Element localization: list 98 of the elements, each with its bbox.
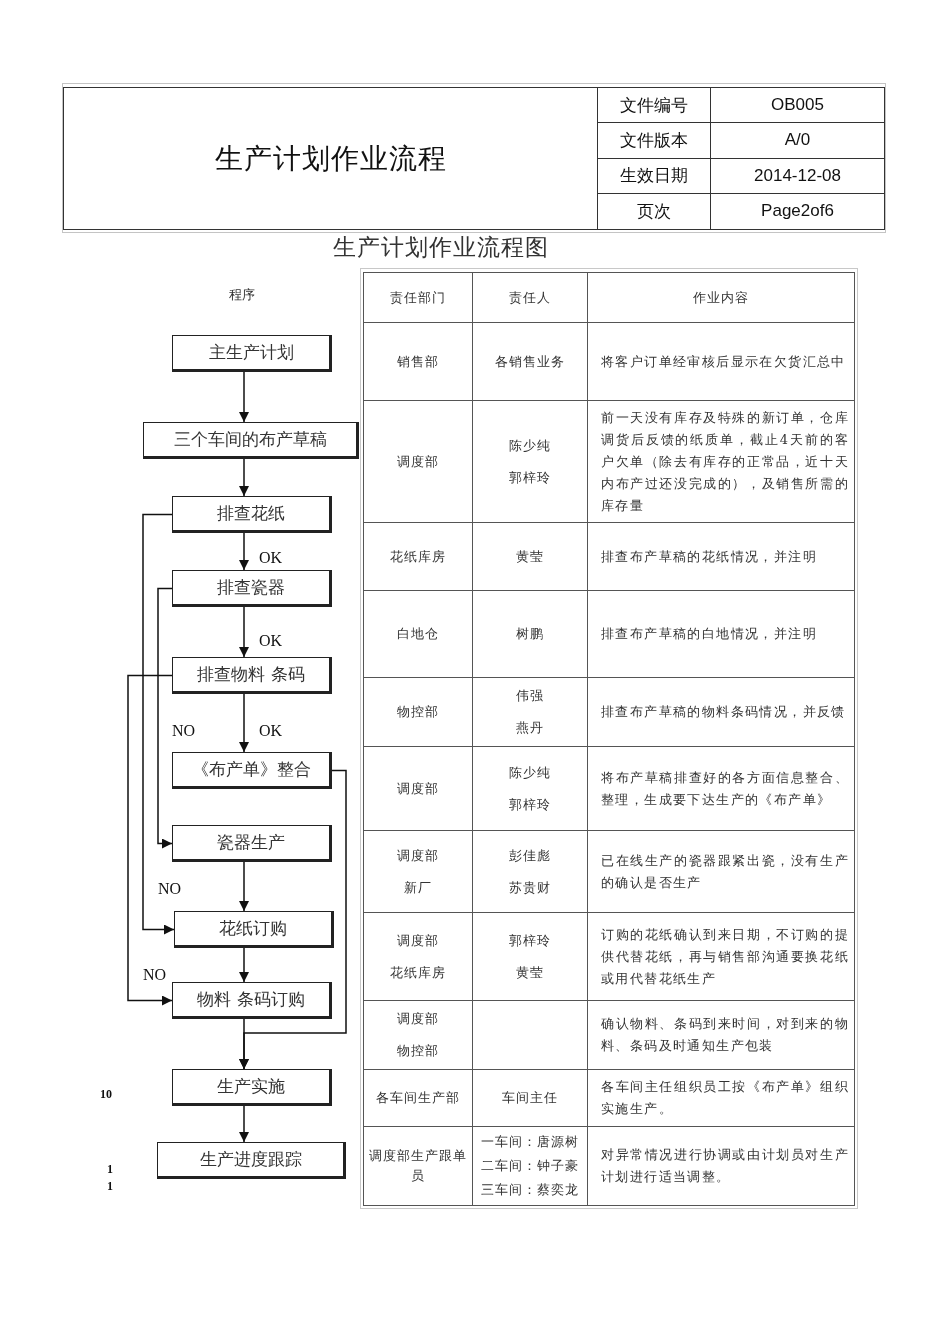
task-description: 排查布产草稿的物料条码情况，并反馈 [601, 703, 847, 721]
field-value: Page2of6 [761, 201, 834, 222]
step-label: 生产实施 [217, 1075, 285, 1098]
process-box [157, 1142, 346, 1179]
task-description: 排查布产草稿的花纸情况，并注明 [601, 547, 818, 566]
task-description: 对异常情况进行协调或由计划员对生产计划进行适当调整。 [601, 1146, 849, 1186]
person-name: 一车间：唐源树 [481, 1133, 579, 1151]
process-box [172, 1069, 332, 1106]
process-box [172, 657, 332, 694]
chart-title: 生产计划作业流程图 [333, 234, 549, 260]
process-box [172, 825, 332, 862]
task-description: 将布产草稿排查好的各方面信息整合、整理，生成要下达生产的《布产单》 [601, 768, 849, 809]
person-name: 燕丹 [516, 719, 544, 737]
arrow [239, 693, 249, 753]
person-name: 彭佳彪 [509, 846, 551, 865]
person-name: 黄莹 [516, 547, 544, 566]
person-name: 郭梓玲 [509, 931, 551, 950]
edge-label: OK [259, 722, 283, 740]
arrow [239, 532, 249, 571]
task-description: 将客户订单经审核后显示在欠货汇总中 [601, 352, 847, 371]
arrow [239, 1018, 249, 1070]
arrow [239, 861, 249, 912]
step-label: 主生产计划 [208, 341, 294, 364]
task-description: 各车间主任组织员工按《布产单》组织实施生产。 [601, 1078, 849, 1118]
process-box [143, 422, 359, 459]
person-name: 陈少纯 [509, 763, 551, 782]
field-label: 页次 [637, 200, 671, 223]
column-heading: 责任人 [509, 288, 551, 307]
person-name: 二车间：钟子豪 [481, 1157, 579, 1175]
step-label: 排查瓷器 [217, 576, 285, 599]
department-name: 花纸库房 [390, 963, 446, 982]
department-name: 调度部 [397, 779, 439, 798]
process-box [174, 911, 334, 948]
department-name: 调度部 [397, 931, 439, 950]
task-description: 前一天没有库存及特殊的新订单，仓库调货后反馈的纸质单，截止4天前的客户欠单（除去有库存的正常品，近十天内布产过还没完成的），及销售所需的库存量 [601, 408, 849, 515]
field-label: 生效日期 [620, 165, 688, 188]
process-box [172, 570, 332, 607]
column-heading: 作业内容 [693, 288, 749, 307]
task-description: 确认物料、条码到来时间，对到来的物料、条码及时通知生产包装 [601, 1015, 849, 1055]
department-name: 销售部 [397, 352, 439, 371]
arrow [239, 371, 249, 423]
task-description: 订购的花纸确认到来日期，不订购的提供代替花纸，再与销售部沟通要换花纸或用代替花纸生产 [601, 925, 849, 988]
person-name: 郭梓玲 [509, 795, 551, 814]
section-heading: 程序 [229, 286, 255, 304]
field-value: A/0 [784, 130, 811, 151]
task-description: 已在线生产的瓷器跟紧出瓷，没有生产的确认是否生产 [601, 851, 849, 892]
person-name: 陈少纯 [509, 436, 551, 455]
arrow [239, 1105, 249, 1143]
field-label: 文件编号 [620, 94, 688, 117]
person-name: 黄莹 [516, 963, 544, 982]
field-label: 文件版本 [620, 129, 688, 152]
person-name: 郭梓玲 [509, 468, 551, 487]
step-label: 《布产单》整合 [191, 758, 311, 781]
person-name: 三车间：蔡奕龙 [481, 1181, 579, 1199]
process-box [172, 752, 332, 789]
step-label: 物料 条码订购 [197, 988, 305, 1011]
arrow [157, 587, 173, 849]
department-name: 调度部 [397, 1010, 439, 1028]
step-label: 排查物料 条码 [197, 663, 305, 686]
field-value: OB005 [771, 95, 824, 116]
person-name: 树鹏 [516, 625, 544, 643]
field-value: 2014-12-08 [754, 165, 841, 186]
arrow [142, 513, 175, 935]
step-label: 花纸订购 [219, 917, 287, 940]
department-name: 物控部 [397, 1042, 439, 1060]
department-name: 各车间生产部 [376, 1089, 460, 1107]
arrow [239, 458, 249, 497]
step-label: 瓷器生产 [217, 831, 285, 854]
department-name: 白地仓 [397, 625, 439, 643]
person-name: 车间主任 [502, 1089, 558, 1107]
person-name: 伟强 [516, 687, 544, 705]
column-heading: 责任部门 [390, 288, 446, 307]
department-name: 调度部 [397, 452, 439, 471]
arrow [239, 606, 249, 658]
task-description: 排查布产草稿的白地情况，并注明 [601, 625, 818, 643]
edge-label: OK [259, 549, 283, 567]
edge-label: NO [158, 880, 182, 898]
department-name: 物控部 [397, 703, 439, 721]
process-box [172, 496, 332, 533]
arrow [127, 674, 173, 1006]
step-number: 11 [107, 1161, 114, 1195]
step-label: 生产进度跟踪 [199, 1148, 302, 1171]
step-number: 10 [100, 1086, 113, 1103]
department-name: 新厂 [404, 878, 432, 897]
person-name: 各销售业务 [495, 352, 565, 371]
department-name: 调度部 [397, 846, 439, 865]
process-box [172, 335, 332, 372]
arrow [239, 947, 249, 983]
process-box [172, 982, 332, 1019]
edge-label: NO [143, 966, 167, 984]
edge-label: NO [172, 722, 196, 740]
step-label: 三个车间的布产草稿 [173, 428, 327, 451]
edge-label: OK [259, 632, 283, 650]
document-title: 生产计划作业流程 [214, 141, 447, 176]
department-name: 花纸库房 [390, 547, 446, 566]
person-name: 苏贵财 [509, 878, 551, 897]
department-name: 调度部生产跟单员 [368, 1147, 468, 1185]
step-label: 排查花纸 [217, 502, 285, 525]
